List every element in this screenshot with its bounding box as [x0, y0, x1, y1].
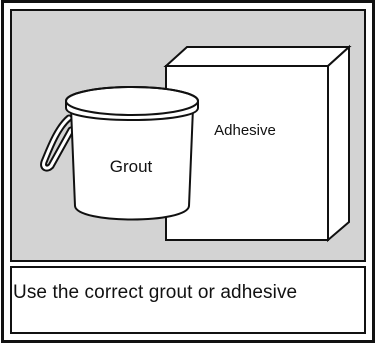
caption-text: Use the correct grout or adhesive: [13, 278, 369, 308]
adhesive-box-side: [328, 47, 349, 240]
adhesive-box-top: [166, 47, 349, 66]
adhesive-box: Adhesive: [166, 47, 349, 240]
grout-label: Grout: [110, 157, 153, 176]
adhesive-label: Adhesive: [214, 122, 276, 139]
